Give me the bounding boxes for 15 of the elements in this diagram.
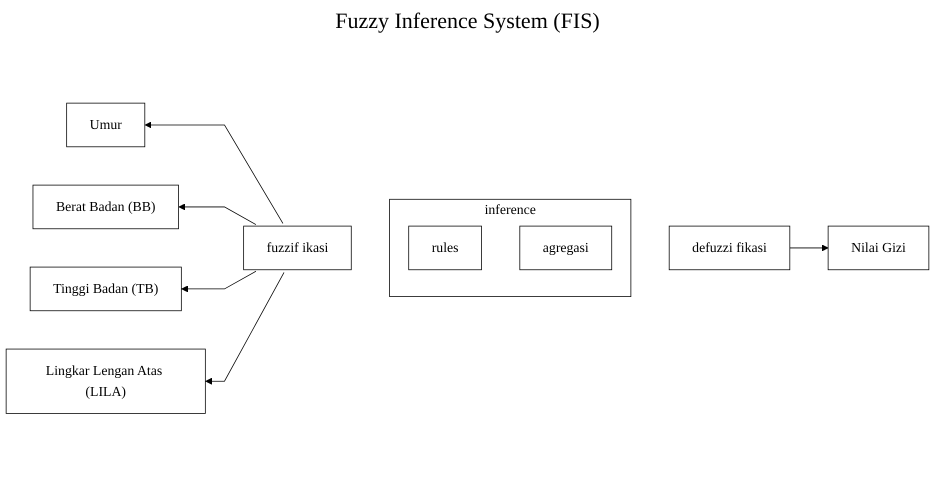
arrow bbox=[789, 244, 828, 252]
node-box: rules bbox=[408, 225, 482, 270]
node-box: Lingkar Lengan Atas (LILA) bbox=[6, 348, 206, 414]
arrow bbox=[144, 121, 284, 224]
node-box: Berat Badan (BB) bbox=[32, 184, 179, 229]
node-box: fuzzif ikasi bbox=[243, 225, 352, 270]
node-box: Nilai Gizi bbox=[828, 225, 930, 270]
node-box: agregasi bbox=[519, 225, 612, 270]
arrow bbox=[178, 203, 256, 225]
node-box: Umur bbox=[66, 102, 146, 147]
diagram-title: Fuzzy Inference System (FIS) bbox=[334, 8, 601, 34]
arrow bbox=[181, 270, 256, 292]
node-box: defuzzi fikasi bbox=[668, 225, 790, 270]
node-box: Tinggi Badan (TB) bbox=[30, 266, 182, 311]
arrow bbox=[205, 272, 284, 384]
